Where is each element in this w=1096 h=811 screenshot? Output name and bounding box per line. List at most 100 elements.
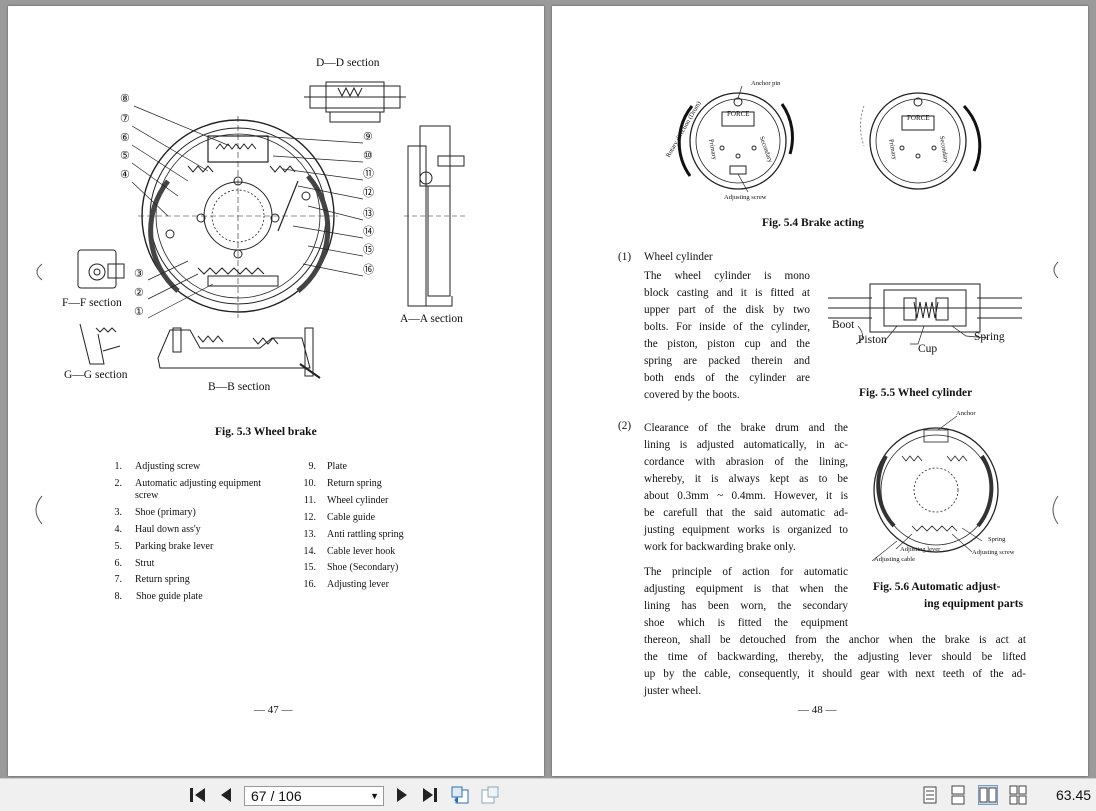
text-line: the time of backwarding, thereby, the ad… (644, 651, 1026, 663)
anchor-pin-label: Anchor pin (751, 80, 781, 87)
part-number: 9. (308, 461, 317, 472)
text-line: block casting and it is fitted at (644, 287, 810, 299)
part-name: Adjusting screw (135, 461, 201, 472)
zoom-level[interactable]: 63.45 (1056, 787, 1092, 803)
back-view-icon (451, 786, 469, 804)
callout-15: ⑮ (363, 244, 374, 256)
part-name: Return spring (135, 574, 190, 585)
continuous-view-button[interactable] (948, 785, 968, 805)
text-line: cordance with abrasion of the lining, (644, 456, 848, 468)
part-number: 13. (303, 529, 317, 540)
text-line: lining is adjusted automatically, in ac- (644, 439, 848, 451)
text-line: be carefull that the said automatic ad- (644, 507, 848, 519)
anchor-label: Anchor (956, 410, 976, 417)
page-48: Anchor pin Rotary direction (Drum) FORCE… (552, 6, 1088, 776)
adjusting-lever-label: Adjusting lever (900, 546, 941, 553)
part-name: Strut (135, 558, 155, 569)
text-line: the piston, piston cup and the (644, 338, 810, 350)
text-line: whereby, it is always kept as to be (644, 473, 848, 485)
ff-section-label: F—F section (62, 297, 122, 309)
wheel-cylinder-diagram (828, 283, 1022, 345)
forward-view-icon (481, 786, 499, 804)
previous-page-icon (221, 788, 231, 802)
section-2-para2: The principle of action for automatic ad… (644, 564, 848, 632)
part-name: Plate (327, 461, 347, 472)
part-number: 6. (114, 558, 123, 569)
callout-8: ⑧ (120, 93, 130, 105)
part-number: 10. (303, 478, 317, 489)
part-name: Shoe guide plate (136, 591, 203, 602)
page-indicator: 67 / 106 (251, 788, 302, 804)
fig-5-6-caption-line1: Fig. 5.6 Automatic adjust- (873, 581, 1001, 593)
section-2-body: Clearance of the brake drum and the lini… (644, 420, 848, 556)
first-page-icon (190, 788, 205, 802)
next-page-icon (397, 788, 407, 802)
page-47: D—D section F—F section G—G section B—B … (8, 6, 544, 776)
section-2-para2-full: thereon, shall be detouched from the anc… (644, 632, 1026, 700)
previous-page-button[interactable] (216, 785, 236, 805)
force-label-right: FORCE (907, 114, 930, 122)
single-page-view-button[interactable] (920, 785, 940, 805)
callout-13: ⑬ (363, 208, 374, 220)
section-1-heading: Wheel cylinder (644, 251, 713, 263)
part-name: Parking brake lever (135, 541, 214, 552)
part-name: Shoe (primary) (135, 507, 196, 518)
page-selector[interactable]: 67 / 106 ▼ (244, 786, 384, 806)
first-page-button[interactable] (188, 785, 208, 805)
next-page-button[interactable] (392, 785, 412, 805)
last-page-button[interactable] (420, 785, 440, 805)
text-line: juster wheel. (644, 685, 702, 697)
navigation-toolbar: 67 / 106 ▼ 63.45 (0, 778, 1096, 811)
callout-7: ⑦ (120, 113, 130, 125)
facing-view-button[interactable] (978, 785, 998, 805)
callout-6: ⑥ (120, 132, 130, 144)
spring-label: Spring (974, 331, 1005, 343)
text-line: shoe which is fitted the equipment (644, 617, 848, 629)
continuous-facing-view-button[interactable] (1008, 785, 1028, 805)
page-number: — 48 — (798, 704, 837, 716)
callout-5: ⑤ (120, 150, 130, 162)
text-line: Clearance of the brake drum and the (644, 422, 848, 434)
text-line: thereon, shall be detouched from the anc… (644, 634, 1026, 646)
brake-acting-diagram (677, 85, 982, 193)
text-line: about 0.3mm ~ 0.4mm. However, it is (644, 490, 848, 502)
facing-pages-icon (979, 787, 997, 803)
text-line: up by the cable, consequently, it should… (644, 668, 1026, 680)
text-line: justing equipment works is organized to (644, 524, 848, 536)
part-name: Anti rattling spring (327, 529, 404, 540)
callout-1: ① (134, 306, 144, 318)
force-label-left: FORCE (727, 110, 750, 118)
gg-section-label: G—G section (64, 369, 128, 381)
callout-3: ③ (134, 268, 144, 280)
auto-adjust-diagram (871, 415, 999, 562)
section-1-body: The wheel cylinder is mono block casting… (644, 268, 810, 404)
text-line: adjusting equipment is that when the (644, 583, 848, 595)
spring-label: Spring (988, 536, 1006, 543)
part-name: Shoe (Secondary) (327, 562, 399, 573)
part-number: 16. (303, 579, 317, 590)
document-viewport[interactable]: D—D section F—F section G—G section B—B … (0, 0, 1096, 778)
binder-marks (35, 263, 43, 525)
part-number: 15. (303, 562, 317, 573)
aa-section-label: A—A section (400, 313, 463, 325)
text-line: upper part of the disk by two (644, 304, 810, 316)
callout-10: ⑩ (363, 150, 373, 162)
fig-5-6-caption-line2: ing equipment parts (924, 598, 1024, 610)
part-number: 14. (303, 546, 317, 557)
dd-section-label: D—D section (316, 57, 380, 69)
go-forward-view-button[interactable] (480, 785, 500, 805)
wheel-brake-diagram (77, 81, 468, 379)
cup-label: Cup (918, 343, 938, 355)
part-number: 11. (303, 495, 316, 506)
part-name: Haul down ass'y (135, 524, 201, 535)
part-number: 5. (114, 541, 123, 552)
bb-section-label: B—B section (208, 381, 271, 393)
part-name: Wheel cylinder (327, 495, 389, 506)
text-line: lining has been worn, the secondary (644, 600, 848, 612)
part-name: Cable lever hook (327, 546, 396, 557)
go-back-view-button[interactable] (450, 785, 470, 805)
adjusting-screw-label-2: Adjusting screw (972, 549, 1015, 556)
text-line: spring are packed therein and (644, 355, 810, 367)
callout-14: ⑭ (363, 226, 374, 238)
part-number: 4. (114, 524, 123, 535)
